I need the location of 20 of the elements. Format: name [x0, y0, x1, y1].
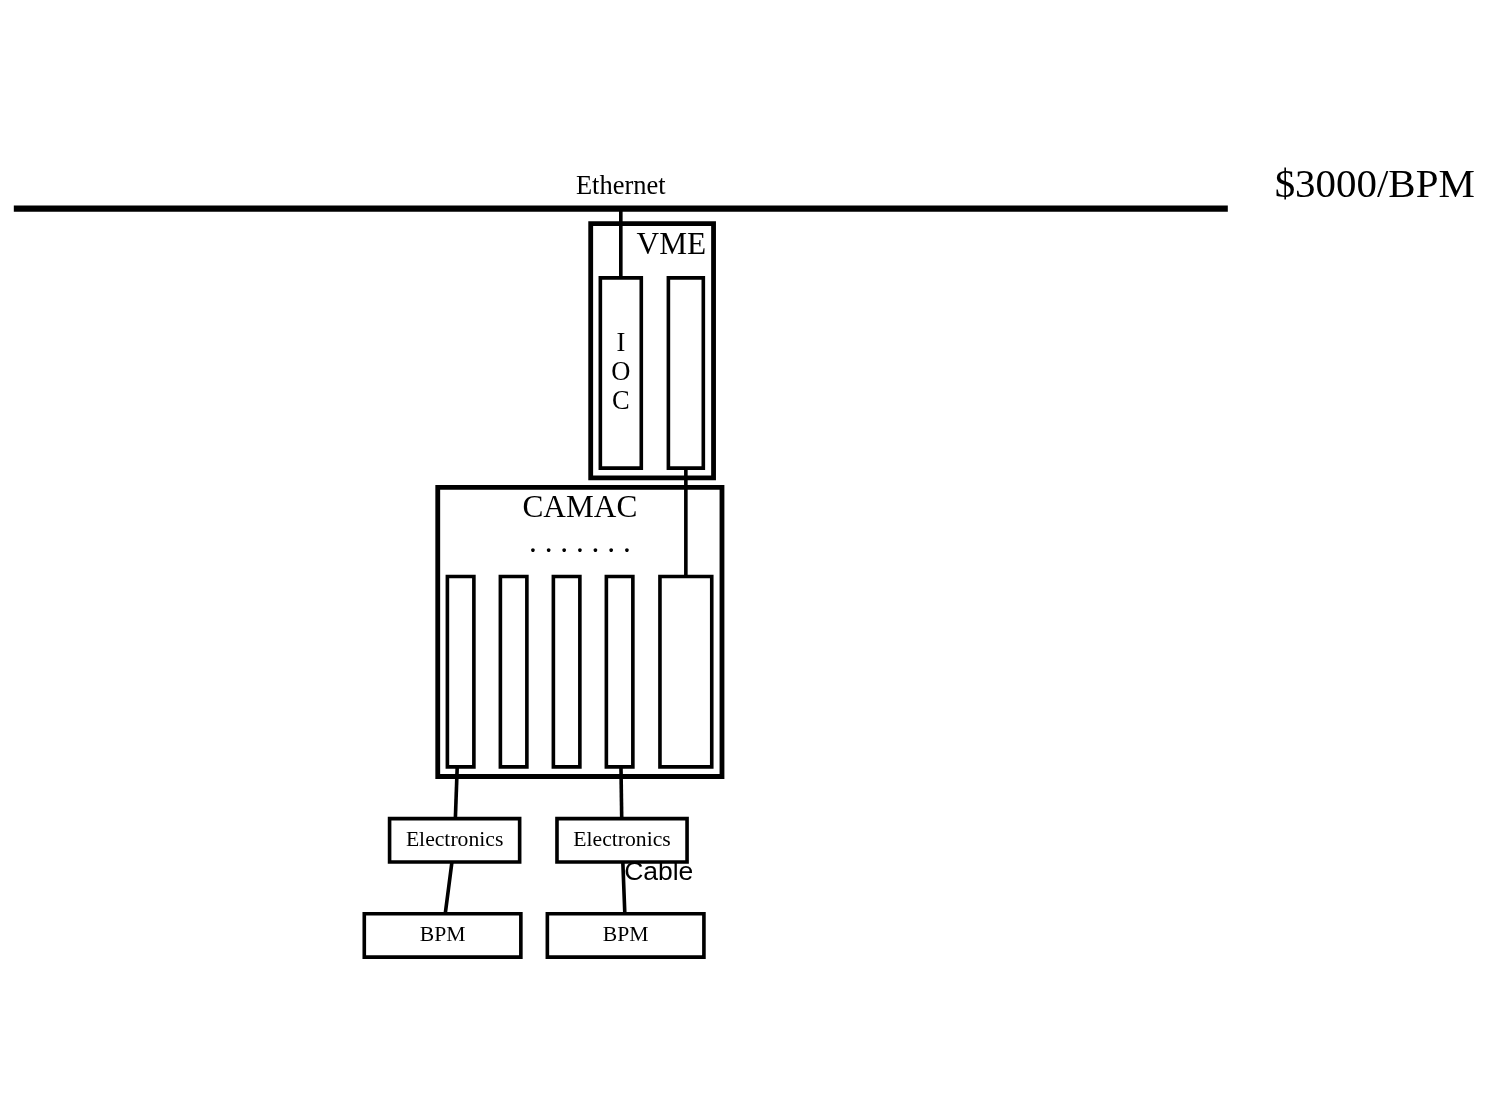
node-box [604, 574, 635, 769]
node-box: BPM [362, 911, 523, 959]
node-box: Electronics [554, 816, 689, 864]
label: $3000/BPM [1274, 160, 1475, 206]
connector [618, 208, 623, 278]
node-text: Ethernet [575, 169, 666, 200]
node-box: BPM [545, 911, 706, 959]
node-box [498, 574, 529, 769]
connector [442, 861, 454, 914]
cluster: CAMAC . . . . . . . [434, 484, 724, 779]
connector [453, 766, 459, 818]
node-box: I O C [598, 275, 643, 470]
node-box [445, 574, 476, 769]
node-box [666, 275, 705, 470]
connector [618, 766, 624, 818]
connector [683, 467, 688, 576]
node-box [551, 574, 582, 769]
connector [620, 861, 627, 914]
node-box [657, 574, 714, 769]
node-box: Electronics [387, 816, 521, 864]
